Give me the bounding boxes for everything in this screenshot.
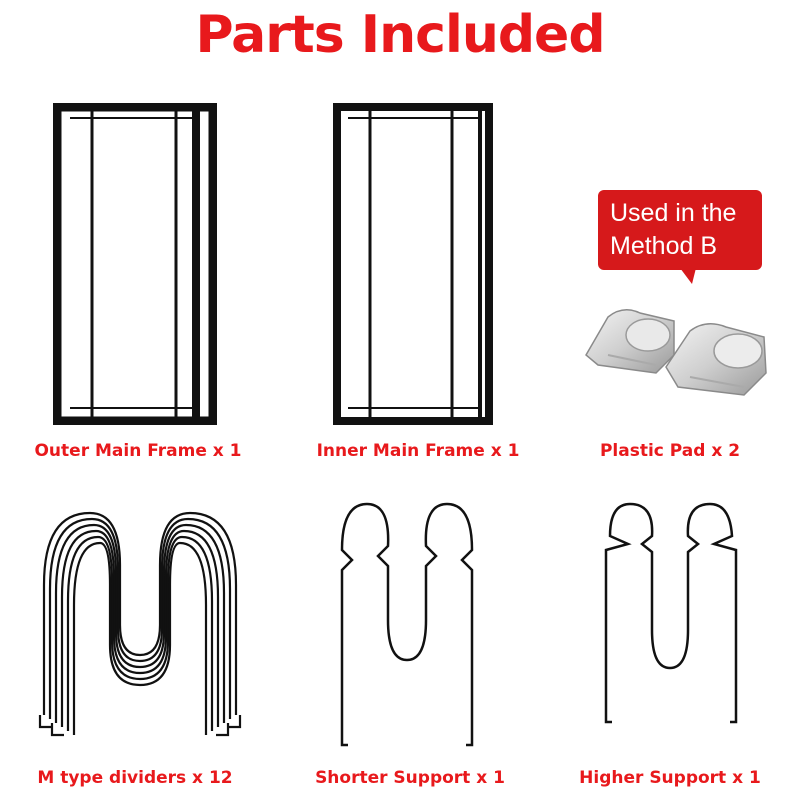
callout-line-1: Used in the — [610, 199, 737, 227]
plastic-pad-icon — [585, 309, 767, 396]
m-type-dividers-label: M type dividers x 12 — [37, 768, 233, 788]
inner-main-frame-icon — [333, 103, 493, 425]
shorter-support-icon — [340, 502, 474, 747]
outer-main-frame-icon — [53, 103, 217, 425]
outer-main-frame-label: Outer Main Frame x 1 — [34, 441, 242, 461]
shorter-support-label: Shorter Support x 1 — [315, 768, 505, 788]
method-b-callout: Used in the Method B — [598, 190, 762, 270]
callout-tail — [680, 268, 696, 284]
m-type-divider-icon — [38, 511, 242, 737]
higher-support-label: Higher Support x 1 — [579, 768, 761, 788]
plastic-pad-label: Plastic Pad x 2 — [599, 441, 741, 461]
inner-main-frame-label: Inner Main Frame x 1 — [316, 441, 520, 461]
higher-support-icon — [604, 502, 738, 724]
page-title: Parts Included — [195, 5, 605, 65]
callout-line-2: Method B — [610, 232, 718, 260]
